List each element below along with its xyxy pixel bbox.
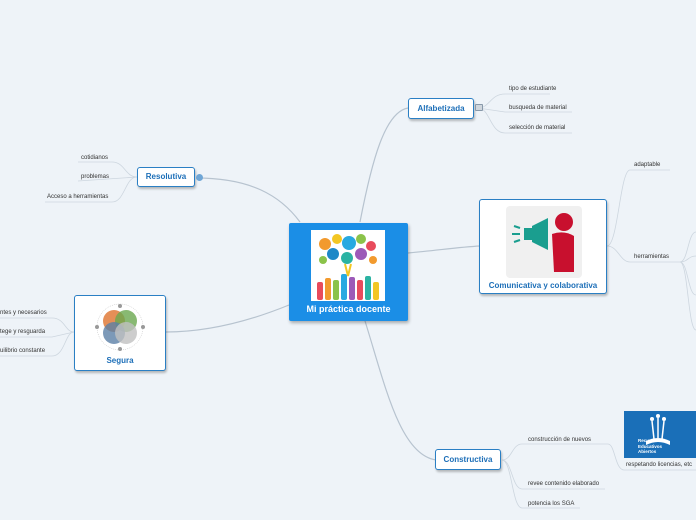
central-topic-label: Mi práctica docente bbox=[306, 304, 391, 314]
node-comunicativa[interactable]: Comunicativa y colaborativa bbox=[479, 199, 607, 294]
oer-logo-line-3: Abiertos bbox=[638, 449, 657, 454]
node-constructiva-label: Constructiva bbox=[443, 455, 493, 464]
node-segura[interactable]: Segura bbox=[74, 295, 166, 371]
node-segura-label: Segura bbox=[106, 356, 134, 365]
central-illustration bbox=[311, 230, 385, 301]
leaf-acceso-herramientas[interactable]: Acceso a herramientas bbox=[47, 194, 109, 200]
connector-resolutiva bbox=[195, 177, 301, 223]
node-resolutiva-label: Resolutiva bbox=[145, 172, 187, 181]
segura-venn-image bbox=[89, 301, 151, 353]
megaphone-person-image bbox=[506, 206, 582, 278]
leaf-construccion-nuevos[interactable]: construcción de nuevos bbox=[528, 437, 592, 443]
collapse-toggle-icon[interactable] bbox=[196, 174, 203, 181]
leaf-cotidianos[interactable]: cotidianos bbox=[81, 155, 109, 161]
attachment-icon[interactable] bbox=[475, 104, 483, 111]
node-alfabetizada[interactable]: Alfabetizada bbox=[408, 98, 474, 119]
connector-segura bbox=[165, 304, 290, 333]
oer-logo: Recursos Educativos Abiertos bbox=[624, 411, 696, 458]
leaf-equilibrio[interactable]: uilibrio constante bbox=[0, 348, 46, 354]
leaf-respetando-licencias[interactable]: respetando licencias, etc bbox=[626, 462, 693, 468]
oer-logo-line-2: Educativos bbox=[638, 443, 663, 449]
node-resolutiva[interactable]: Resolutiva bbox=[137, 167, 195, 187]
connector-alfabetizada bbox=[359, 107, 409, 223]
leaf-necesarios[interactable]: ntes y necesarios bbox=[0, 310, 47, 316]
node-comunicativa-label: Comunicativa y colaborativa bbox=[488, 281, 598, 290]
leaf-busqueda-material[interactable]: busqueda de material bbox=[509, 105, 567, 111]
node-alfabetizada-label: Alfabetizada bbox=[417, 104, 465, 113]
node-constructiva[interactable]: Constructiva bbox=[435, 449, 501, 470]
leaf-problemas[interactable]: problemas bbox=[81, 174, 110, 180]
leaf-herramientas[interactable]: herramientas bbox=[634, 254, 670, 260]
connector-comunicativa bbox=[407, 245, 481, 254]
leaf-tipo-estudiante[interactable]: tipo de estudiante bbox=[509, 86, 557, 92]
connector-constructiva bbox=[364, 320, 437, 461]
leaf-seleccion-material[interactable]: selección de material bbox=[509, 125, 566, 131]
leaf-revee-contenido[interactable]: revee contenido elaborado bbox=[528, 481, 600, 487]
leaf-adaptable[interactable]: adaptable bbox=[634, 162, 661, 168]
central-topic[interactable]: Mi práctica docente bbox=[289, 223, 408, 321]
leaf-potencia-sga[interactable]: potencia los SGA bbox=[528, 501, 575, 507]
oer-logo-line-1: Recursos bbox=[638, 438, 659, 443]
leaf-resguarda[interactable]: tege y resguarda bbox=[0, 329, 46, 335]
